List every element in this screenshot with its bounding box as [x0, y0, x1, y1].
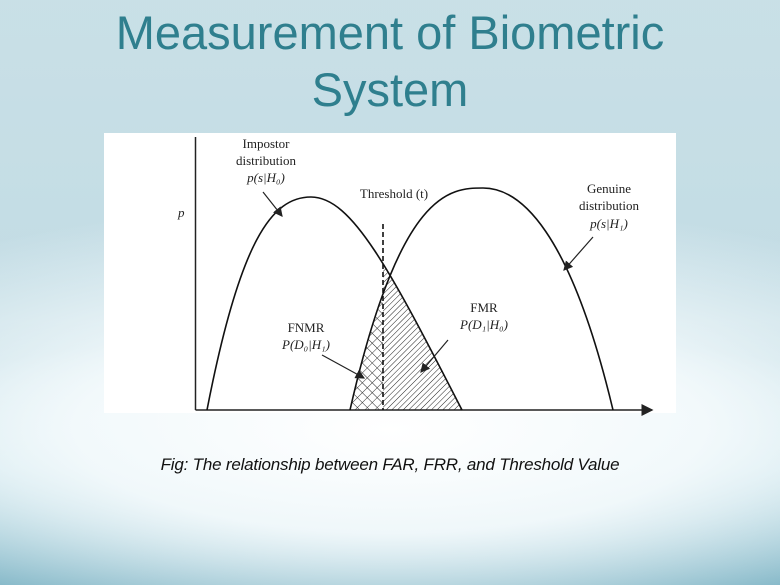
genuine-formula: p(s|H₁)	[589, 216, 628, 231]
fnmr-region	[350, 293, 383, 410]
impostor-label-2: distribution	[236, 153, 296, 168]
impostor-arrow	[262, 191, 283, 217]
genuine-arrow	[563, 236, 594, 271]
fmr-arrow	[420, 339, 449, 373]
fnmr-arrow	[321, 354, 366, 379]
impostor-curve	[206, 196, 463, 411]
fmr-label: FMR	[470, 300, 498, 315]
fnmr-label: FNMR	[288, 320, 325, 335]
genuine-curve	[349, 187, 614, 411]
fmr-region	[383, 263, 462, 410]
title-line-1: Measurement of Biometric	[115, 6, 665, 59]
threshold-label: Threshold (t)	[360, 186, 428, 201]
fmr-formula: P(D₁|H₀)	[459, 317, 508, 332]
genuine-label-2: distribution	[579, 198, 639, 213]
genuine-label: Genuine	[587, 181, 631, 196]
title-line-2: System	[311, 63, 469, 116]
slide-title: Measurement of Biometric System	[0, 4, 780, 118]
distribution-diagram: p Impostor distribution p(s|H₀) Threshol…	[177, 136, 654, 416]
y-axis-label: p	[177, 205, 185, 220]
figure-caption: Fig: The relationship between FAR, FRR, …	[160, 455, 620, 474]
impostor-label: Impostor	[243, 136, 291, 151]
fnmr-formula: P(D₀|H₁)	[281, 337, 330, 352]
impostor-formula: p(s|H₀)	[246, 170, 285, 185]
